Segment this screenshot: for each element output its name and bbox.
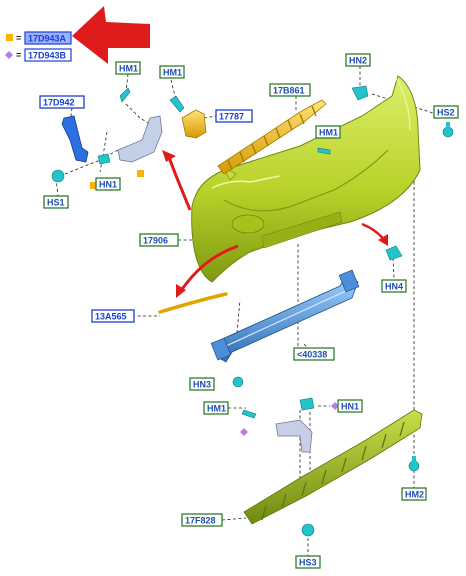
fastener-hm1-top-mid-icon [169, 95, 185, 113]
fastener-hn1-lower-icon [299, 397, 315, 411]
fasteners [51, 85, 454, 537]
red-pointer-arrow-icon [72, 6, 150, 64]
label-13a565[interactable]: 13A565 [91, 309, 135, 323]
bracket-17d943-part [117, 115, 163, 163]
svg-text:17F828: 17F828 [185, 516, 216, 526]
fastener-hs3-icon [301, 523, 315, 537]
label-hn2[interactable]: HN2 [345, 53, 371, 67]
fastener-hm1-right-icon [317, 147, 331, 155]
label-hm1-lower[interactable]: HM1 [203, 401, 229, 415]
fastener-hm1-top-left-icon [119, 87, 131, 103]
label-17f828[interactable]: 17F828 [181, 513, 223, 527]
label-hn3[interactable]: HN3 [189, 377, 215, 391]
fastener-hn4-icon [385, 245, 403, 261]
label-hm1-right[interactable]: HM1 [315, 125, 341, 139]
fastener-hs2-icon [442, 122, 454, 138]
purple-diamond-marker-icon [240, 428, 248, 436]
svg-text:HN2: HN2 [349, 56, 367, 66]
fastener-hm1-lower-icon [241, 409, 257, 419]
fastener-hn3-icon [232, 376, 244, 388]
bumper-cover [191, 75, 421, 283]
svg-text:HN1: HN1 [341, 402, 359, 412]
svg-text:HS3: HS3 [299, 558, 317, 568]
svg-text:HM1: HM1 [207, 404, 226, 414]
svg-text:HN4: HN4 [385, 282, 403, 292]
legend: = 17D943A = 17D943B [5, 31, 72, 62]
label-hs2[interactable]: HS2 [433, 105, 459, 119]
svg-text:17D943B: 17D943B [28, 51, 67, 61]
label-17b861[interactable]: 17B861 [269, 83, 311, 97]
orange-square-marker-icon [137, 170, 144, 177]
impact-beam-40338-part [210, 269, 360, 363]
diffuser-17f828-part [243, 409, 423, 525]
svg-text:HN3: HN3 [193, 380, 211, 390]
legend-equals-1: = [16, 33, 21, 43]
bracket-17d942-part [61, 115, 89, 163]
retainer-17b861-part [217, 99, 327, 175]
svg-text:17D942: 17D942 [43, 98, 75, 108]
svg-text:HM1: HM1 [163, 68, 182, 78]
label-17906[interactable]: 17906 [139, 233, 179, 247]
fastener-hm2-icon [408, 456, 420, 472]
purple-diamond-icon [5, 51, 13, 59]
svg-text:HM1: HM1 [319, 128, 338, 138]
svg-text:HN1: HN1 [99, 180, 117, 190]
svg-text:HS1: HS1 [47, 198, 65, 208]
orange-square-icon [6, 34, 13, 41]
label-hm1-top-mid[interactable]: HM1 [159, 65, 185, 79]
label-40338[interactable]: <40338 [293, 347, 335, 361]
legend-code-17d943b[interactable]: 17D943B [24, 48, 72, 62]
svg-text:17906: 17906 [143, 236, 168, 246]
red-motion-arrows [162, 150, 388, 298]
svg-text:HS2: HS2 [437, 108, 455, 118]
svg-text:17787: 17787 [219, 112, 244, 122]
svg-text:<40338: <40338 [297, 350, 327, 360]
fastener-hn1-left-icon [97, 153, 111, 165]
orange-square-marker-icon [90, 182, 97, 189]
label-hm2[interactable]: HM2 [401, 487, 427, 501]
label-hn4[interactable]: HN4 [381, 279, 407, 293]
svg-text:17D943A: 17D943A [28, 34, 67, 44]
svg-text:13A565: 13A565 [95, 312, 127, 322]
label-hs3[interactable]: HS3 [295, 555, 321, 569]
fastener-hn2-icon [351, 85, 369, 101]
bracket-17787-part [181, 109, 207, 139]
label-hm1-top-left[interactable]: HM1 [115, 61, 141, 75]
label-17787[interactable]: 17787 [215, 109, 253, 123]
legend-equals-2: = [16, 50, 21, 60]
label-hn1-lower[interactable]: HN1 [337, 399, 363, 413]
reflector-13a565-part [158, 292, 228, 314]
label-17d942[interactable]: 17D942 [39, 95, 85, 109]
svg-text:HM2: HM2 [405, 490, 424, 500]
lower-bracket-part [275, 419, 313, 453]
svg-text:HM1: HM1 [119, 64, 138, 74]
svg-text:17B861: 17B861 [273, 86, 305, 96]
label-hn1-left[interactable]: HN1 [95, 177, 121, 191]
label-hs1[interactable]: HS1 [43, 195, 69, 209]
legend-code-17d943a[interactable]: 17D943A [24, 31, 72, 45]
fastener-hs1-icon [51, 169, 65, 183]
purple-diamond-marker-icon [331, 402, 339, 410]
